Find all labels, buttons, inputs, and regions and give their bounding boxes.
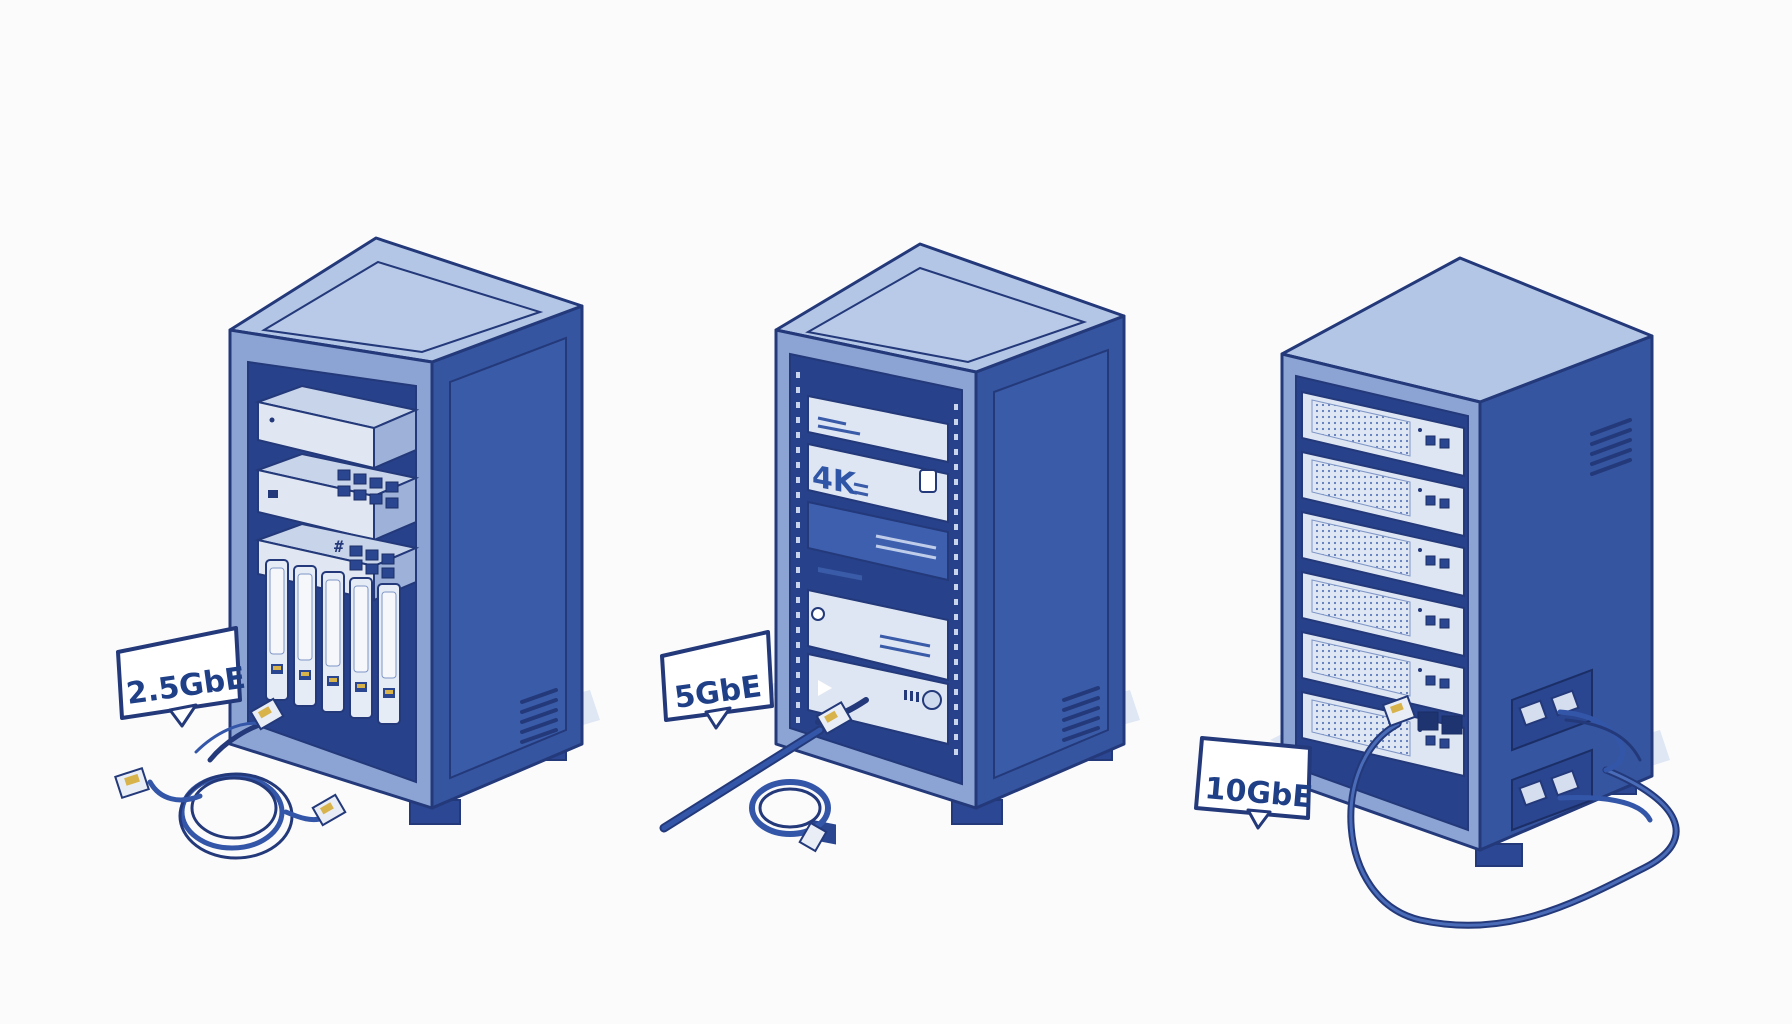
uplink-port [1417, 711, 1439, 731]
rail-hole [796, 687, 800, 693]
server-1u [1301, 390, 1465, 478]
rail-hole [954, 509, 958, 515]
rail-hole [954, 479, 958, 485]
rail-hole [796, 657, 800, 663]
drive-bay[interactable] [321, 571, 345, 713]
server-1u [1301, 570, 1465, 658]
server-ports [1418, 668, 1450, 689]
rail-hole [954, 674, 958, 680]
rack-glyph-hash: # [334, 537, 344, 556]
rail-hole [796, 432, 800, 438]
rail-hole [954, 689, 958, 695]
rail-hole [796, 402, 800, 408]
server-ports [1418, 428, 1450, 449]
rail-hole [954, 719, 958, 725]
rj45-connector [114, 697, 347, 827]
rail-hole [796, 492, 800, 498]
server-stack [1301, 390, 1465, 778]
rail-hole [796, 387, 800, 393]
rail-hole [954, 584, 958, 590]
side-vent [1062, 686, 1100, 742]
server-1u [1301, 630, 1465, 718]
rail-hole [796, 462, 800, 468]
rail-hole [954, 524, 958, 530]
rack-side-inset [449, 336, 567, 780]
rack-rails [796, 372, 958, 755]
server-1u [1301, 510, 1465, 598]
rail-hole [796, 477, 800, 483]
rail-hole [954, 629, 958, 635]
rail-hole [796, 582, 800, 588]
rail-hole [954, 404, 958, 410]
rack-side-inset [993, 348, 1109, 780]
server-ports [1418, 728, 1450, 749]
server-ports [1418, 488, 1450, 509]
rail-hole [954, 749, 958, 755]
rack-foot [1475, 843, 1523, 867]
rail-hole [796, 642, 800, 648]
side-vent [520, 688, 558, 744]
rail-hole [954, 449, 958, 455]
uplink-port [1441, 715, 1463, 735]
rack-10gbe: 10GbE [1194, 256, 1680, 929]
speed-tag-5gbe: 5GbE [660, 630, 774, 730]
storage-unit [807, 500, 949, 582]
rail-hole [954, 659, 958, 665]
speed-tag-2-5gbe: 2.5GbE [116, 626, 248, 728]
amplifier-unit [807, 588, 949, 682]
rail-hole [796, 702, 800, 708]
rail-hole [954, 569, 958, 575]
server-1u [807, 394, 949, 581]
rj45-connector [798, 700, 853, 853]
drive-bay[interactable] [265, 559, 289, 701]
rack-2-5gbe: # 2.5GbE [114, 236, 600, 860]
rear-port-panel [1511, 668, 1593, 832]
rail-hole [796, 612, 800, 618]
rail-hole [954, 419, 958, 425]
network-switch [254, 384, 420, 470]
rail-hole [796, 372, 800, 378]
rail-hole [954, 599, 958, 605]
side-vent [1590, 418, 1632, 476]
rail-hole [796, 522, 800, 528]
rail-hole [954, 734, 958, 740]
server-1u [1301, 450, 1465, 538]
rail-hole [954, 464, 958, 470]
rail-hole [954, 644, 958, 650]
rack-top-inset [805, 266, 1088, 364]
drive-bays [265, 559, 401, 725]
rail-hole [796, 567, 800, 573]
rail-hole [796, 672, 800, 678]
rail-hole [954, 539, 958, 545]
server-ports [1418, 608, 1450, 629]
rail-hole [796, 597, 800, 603]
rail-hole [796, 552, 800, 558]
server-ports [1418, 548, 1450, 569]
rack-top-inset [261, 260, 544, 354]
rail-hole [796, 447, 800, 453]
drive-bay[interactable] [349, 577, 373, 719]
rail-hole [796, 717, 800, 723]
rail-hole [796, 417, 800, 423]
rail-hole [954, 494, 958, 500]
speed-tag-10gbe: 10GbE [1194, 736, 1314, 830]
drive-bay[interactable] [293, 565, 317, 707]
rack-5gbe: 4K 5GbE [659, 242, 1140, 853]
rail-hole [954, 704, 958, 710]
network-switch-ports [254, 452, 420, 542]
rail-hole [796, 507, 800, 513]
rail-hole [954, 434, 958, 440]
ethernet-cable-loop [1347, 709, 1680, 929]
rj45-connector [1381, 694, 1417, 728]
rail-hole [954, 614, 958, 620]
drive-bay[interactable] [377, 583, 401, 725]
rail-hole [954, 554, 958, 560]
rail-hole [796, 627, 800, 633]
rail-hole [796, 537, 800, 543]
